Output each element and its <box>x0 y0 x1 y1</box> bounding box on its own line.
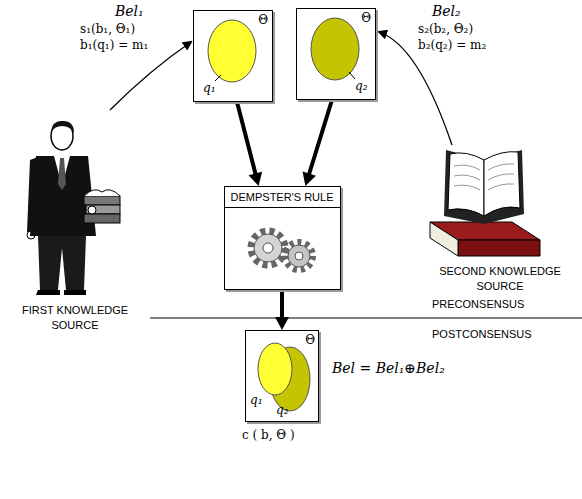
theta-label: Θ <box>305 333 315 347</box>
belief-name: Bel₁ <box>115 3 144 19</box>
arrow-shaft <box>237 102 256 175</box>
formula-text: Bel = Bel₁⊕Bel₂ <box>332 360 445 376</box>
formula-text: c ( b, Θ ) <box>242 428 295 442</box>
set-label: q₂ <box>276 403 289 417</box>
arrow-head <box>275 317 289 330</box>
phase-divider <box>150 318 582 319</box>
formula-text: b₁(q₁) = m₁ <box>80 38 148 52</box>
formula-text: s₁(b₁, Θ₁) <box>80 22 135 36</box>
box-title: DEMPSTER'S RULE <box>231 191 334 203</box>
man-figure <box>27 121 120 295</box>
source-arrow <box>110 42 191 110</box>
arrow-head <box>303 172 316 186</box>
book-figure <box>430 150 540 256</box>
header-band: DEMPSTER'S RULE <box>225 187 340 208</box>
phase-label: PRECONSENSUS <box>432 298 524 310</box>
formula-text: s₂(b₂, Θ₂) <box>418 22 473 36</box>
gears-icon <box>232 208 332 290</box>
set-label: q₁ <box>203 81 216 95</box>
source-caption: FIRST KNOWLEDGE SOURCE <box>12 303 138 333</box>
flow-arrow <box>237 102 262 186</box>
formula-text: b₂(q₂) = m₂ <box>418 38 486 52</box>
phase-label: POSTCONSENSUS <box>432 328 532 340</box>
source-caption: SECOND KNOWLEDGE SOURCE <box>425 264 575 294</box>
frame-box: Θq₂ <box>296 8 376 100</box>
flow-arrow <box>275 290 289 330</box>
theta-label: Θ <box>361 11 371 25</box>
arrow-head <box>249 172 263 186</box>
belief-name: Bel₂ <box>432 3 461 19</box>
flow-arrow <box>303 100 332 186</box>
frame-box: Θq₁ <box>193 10 273 102</box>
arrow-shaft <box>309 100 332 175</box>
process-box: DEMPSTER'S RULE <box>224 186 341 290</box>
set-label: q₁ <box>250 393 263 407</box>
arrow-shaft <box>280 290 284 319</box>
theta-label: Θ <box>258 13 268 27</box>
frame-box: Θq₁ q₂ <box>245 330 319 422</box>
set-label: q₂ <box>355 79 368 93</box>
